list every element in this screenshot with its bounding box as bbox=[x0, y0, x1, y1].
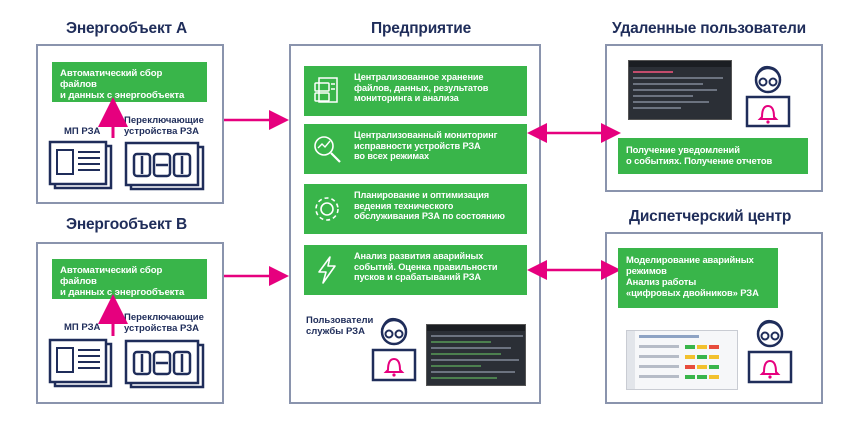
screenshot-line bbox=[639, 335, 699, 338]
energy-a-collect-text: Автоматический сбор файлов и данных с эн… bbox=[60, 68, 185, 101]
screenshot-line bbox=[431, 371, 515, 373]
enterprise-item-maintenance-text: Планирование и оптимизация ведения техни… bbox=[354, 190, 505, 222]
enterprise-item-monitoring-text: Централизованный мониторинг исправности … bbox=[354, 130, 498, 162]
energy-object-a-title: Энергообъект А bbox=[66, 20, 188, 37]
screenshot-cell bbox=[709, 375, 719, 379]
screenshot-sidebar bbox=[627, 331, 635, 389]
screenshot-toolbar bbox=[629, 61, 731, 67]
screenshot-line bbox=[633, 89, 717, 91]
screenshot-cell bbox=[685, 365, 695, 369]
energy-b-collect-text: Автоматический сбор файлов и данных с эн… bbox=[60, 265, 185, 298]
screenshot-cell bbox=[697, 355, 707, 359]
screenshot-cell bbox=[709, 365, 719, 369]
energy-a-collect-box: Автоматический сбор файлов и данных с эн… bbox=[52, 62, 207, 102]
enterprise-users-label: Пользователи службы РЗА bbox=[306, 315, 374, 337]
screenshot-cell bbox=[685, 345, 695, 349]
user-avatar-enterprise bbox=[371, 317, 417, 382]
screenshot-toolbar bbox=[427, 325, 525, 331]
enterprise-item-storage: Централизованное хранение файлов, данных… bbox=[304, 66, 527, 116]
screenshot-line bbox=[633, 101, 709, 103]
screenshot-cell bbox=[709, 345, 719, 349]
switch-device-icon-b bbox=[124, 339, 205, 389]
screenshot-line bbox=[431, 353, 501, 355]
screenshot-line bbox=[431, 359, 519, 361]
energy-object-b-title: Энергообъект В bbox=[66, 216, 188, 233]
screenshot-line bbox=[639, 355, 679, 358]
mp-rza-icon-b bbox=[48, 338, 113, 388]
energy-b-switch-label: Переключающие устройства РЗА bbox=[124, 312, 204, 334]
screenshot-line bbox=[639, 365, 679, 368]
dispatch-model-text: Моделирование аварийных режимов Анализ р… bbox=[626, 254, 759, 298]
screenshot-cell bbox=[697, 375, 707, 379]
screenshot-cell bbox=[709, 355, 719, 359]
screenshot-line bbox=[633, 107, 681, 109]
user-avatar-remote bbox=[745, 65, 791, 128]
magnifier-chart-icon bbox=[314, 136, 341, 163]
screenshot-line bbox=[633, 71, 673, 73]
screenshot-line bbox=[633, 77, 723, 79]
switch-device-icon-a bbox=[124, 141, 205, 191]
screenshot-line bbox=[431, 377, 497, 379]
dispatch-app-screenshot bbox=[626, 330, 738, 390]
screenshot-line bbox=[639, 345, 679, 348]
screenshot-line bbox=[639, 375, 679, 378]
database-icon bbox=[314, 77, 338, 103]
enterprise-app-screenshot bbox=[426, 324, 526, 386]
screenshot-line bbox=[431, 347, 511, 349]
enterprise-item-analysis-text: Анализ развития аварийных событий. Оценк… bbox=[354, 251, 498, 283]
user-avatar-dispatch bbox=[747, 319, 793, 384]
mp-rza-icon-a bbox=[48, 140, 113, 190]
screenshot-line bbox=[431, 335, 523, 337]
screenshot-line bbox=[431, 365, 481, 367]
screenshot-line bbox=[633, 95, 693, 97]
dispatch-model-box: Моделирование аварийных режимов Анализ р… bbox=[618, 248, 778, 308]
screenshot-cell bbox=[697, 365, 707, 369]
enterprise-title: Предприятие bbox=[371, 20, 472, 37]
remote-users-title: Удаленные пользователи bbox=[612, 20, 807, 37]
remote-notify-text: Получение уведомлений о событиях. Получе… bbox=[626, 144, 773, 166]
energy-a-switch-label: Переключающие устройства РЗА bbox=[124, 115, 204, 137]
gear-icon bbox=[315, 197, 339, 221]
remote-notify-box: Получение уведомлений о событиях. Получе… bbox=[618, 138, 808, 174]
energy-b-mp-label: МП РЗА bbox=[64, 322, 101, 333]
enterprise-item-maintenance: Планирование и оптимизация ведения техни… bbox=[304, 184, 527, 234]
screenshot-cell bbox=[685, 355, 695, 359]
enterprise-item-monitoring: Централизованный мониторинг исправности … bbox=[304, 124, 527, 174]
screenshot-cell bbox=[697, 345, 707, 349]
energy-a-mp-label: МП РЗА bbox=[64, 126, 101, 137]
enterprise-item-storage-text: Централизованное хранение файлов, данных… bbox=[354, 72, 489, 104]
enterprise-item-analysis: Анализ развития аварийных событий. Оценк… bbox=[304, 245, 527, 295]
screenshot-line bbox=[633, 83, 703, 85]
screenshot-cell bbox=[685, 375, 695, 379]
screenshot-line bbox=[431, 341, 491, 343]
remote-app-screenshot bbox=[628, 60, 732, 120]
energy-b-collect-box: Автоматический сбор файлов и данных с эн… bbox=[52, 259, 207, 299]
dispatch-center-title: Диспетчерский центр bbox=[629, 208, 792, 225]
lightning-icon bbox=[318, 256, 336, 284]
